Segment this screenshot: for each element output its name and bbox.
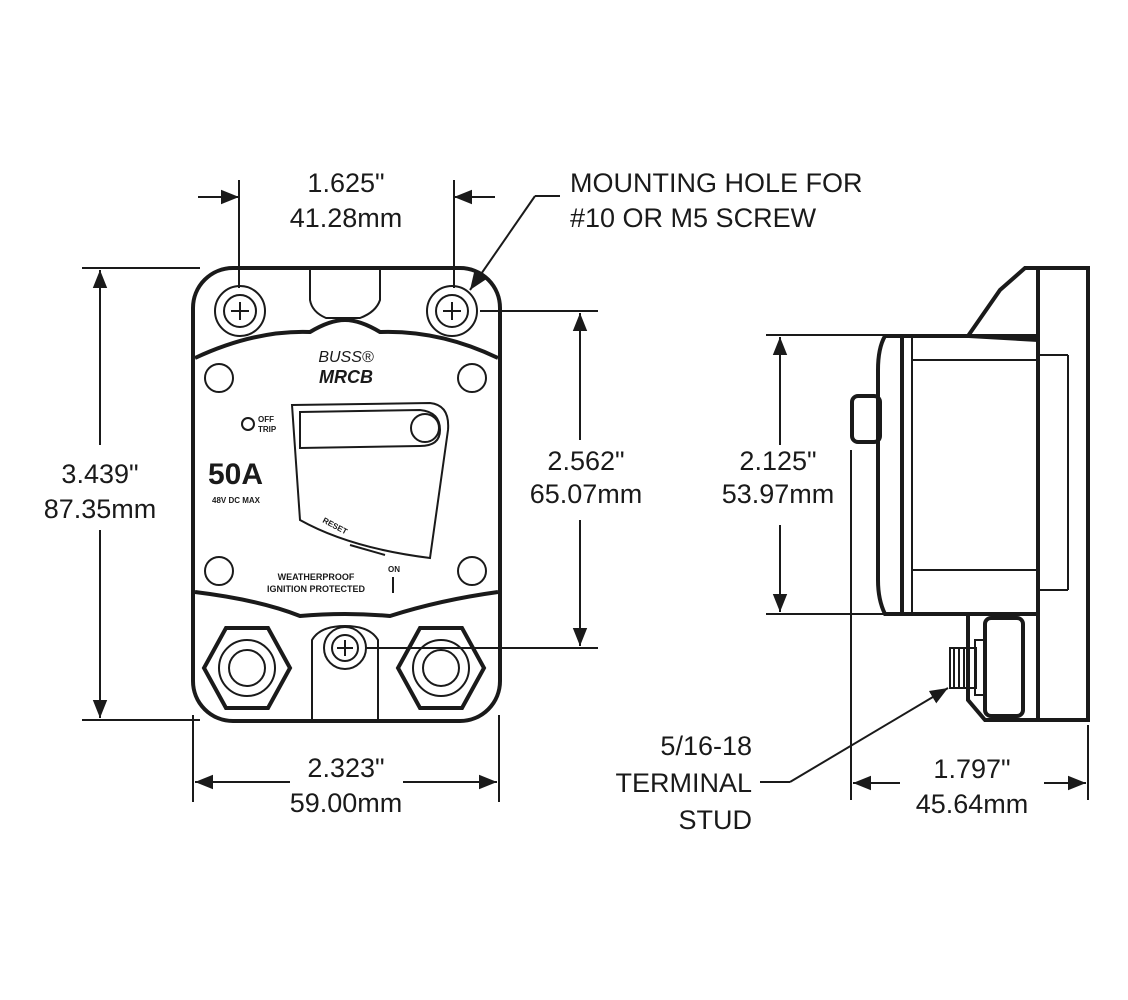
model-text: MRCB xyxy=(319,367,373,387)
trip-lever-icon xyxy=(290,401,450,560)
callout-stud-line1: 5/16-18 xyxy=(660,731,752,761)
trip-indicator-icon xyxy=(241,417,255,431)
dim-bottom-width-imperial: 2.323" xyxy=(307,753,384,783)
on-text: ON xyxy=(388,565,400,574)
top-notch xyxy=(309,268,381,319)
lower-panel xyxy=(194,590,499,619)
dim-bottom-width-metric: 59.00mm xyxy=(290,788,403,818)
dim-bottom-width: 2.323" 59.00mm xyxy=(192,715,500,818)
callout-stud-line3: STUD xyxy=(679,805,753,835)
rivet-icon xyxy=(204,556,234,586)
mounting-hole-bottom xyxy=(323,626,367,670)
mounting-hole-right xyxy=(426,285,478,337)
dim-side-depth-imperial: 1.797" xyxy=(933,754,1010,784)
side-flange xyxy=(1036,266,1090,722)
brand-text: BUSS® xyxy=(318,349,374,366)
dim-side-height-metric: 53.97mm xyxy=(722,479,835,509)
dim-top-width: 1.625" 41.28mm xyxy=(198,168,495,288)
rivet-icon xyxy=(204,363,234,393)
callout-mounting-hole: MOUNTING HOLE FOR #10 OR M5 SCREW xyxy=(469,168,863,291)
callout-mounting-line2: #10 OR M5 SCREW xyxy=(570,203,817,233)
dim-top-width-metric: 41.28mm xyxy=(290,203,403,233)
dim-side-depth-metric: 45.64mm xyxy=(916,789,1029,819)
trip-label-trip: TRIP xyxy=(258,425,277,434)
side-nut xyxy=(983,616,1025,718)
callout-mounting-line1: MOUNTING HOLE FOR xyxy=(570,168,863,198)
callout-terminal-stud: 5/16-18 TERMINAL STUD xyxy=(615,687,949,835)
weatherproof-text: WEATHERPROOF xyxy=(278,572,355,582)
front-view: BUSS® MRCB 50A 48V DC MAX OFF TRIP RESET… xyxy=(191,266,502,723)
rivet-icon xyxy=(457,556,487,586)
dim-side-height-imperial: 2.125" xyxy=(739,446,816,476)
mounting-hole-left xyxy=(214,285,266,337)
ignition-text: IGNITION PROTECTED xyxy=(267,584,366,594)
rivet-icon xyxy=(457,363,487,393)
side-view xyxy=(850,266,1090,722)
side-stud-housing xyxy=(966,612,1040,722)
dim-inner-height: 2.562" 65.07mm xyxy=(366,310,643,649)
side-top-housing xyxy=(964,266,1040,343)
side-reset-button xyxy=(850,394,882,444)
dim-left-height: 3.439" 87.35mm xyxy=(44,267,200,721)
dim-inner-height-metric: 65.07mm xyxy=(530,479,643,509)
terminal-right xyxy=(395,626,487,710)
front-body xyxy=(191,266,502,723)
trip-label-off: OFF xyxy=(258,415,274,424)
callout-stud-line2: TERMINAL xyxy=(615,768,752,798)
label-panel xyxy=(194,317,499,360)
terminal-left xyxy=(201,626,293,710)
dim-side-depth: 1.797" 45.64mm xyxy=(850,450,1089,819)
dim-inner-height-imperial: 2.562" xyxy=(547,446,624,476)
dim-left-height-metric: 87.35mm xyxy=(44,494,157,524)
dim-top-width-imperial: 1.625" xyxy=(307,168,384,198)
dim-side-height: 2.125" 53.97mm xyxy=(722,334,885,615)
dim-left-height-imperial: 3.439" xyxy=(61,459,138,489)
voltage-text: 48V DC MAX xyxy=(212,496,261,505)
rating-text: 50A xyxy=(208,458,263,491)
